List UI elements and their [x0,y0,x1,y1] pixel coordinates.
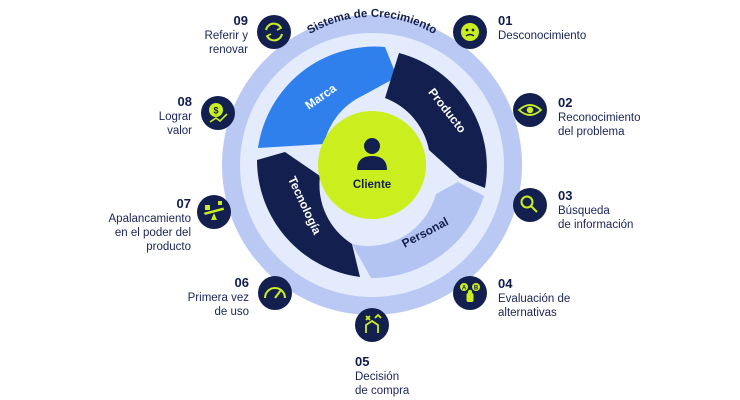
stage-01-marker [453,15,487,49]
stage-08: 08 Lograr valor [159,94,192,138]
stage-02-label: Reconocimiento del problema [558,112,641,138]
stage-09: 09 Referir y renovar [205,13,248,57]
svg-text:B: B [474,286,479,292]
stage-08-marker: $ [201,96,235,130]
stage-06-number: 06 [234,275,249,290]
stage-01: 01 Desconocimiento [498,13,586,43]
confused-face-icon [461,23,479,41]
svg-text:$: $ [213,106,218,116]
compare-ab-icon: A B [460,283,480,302]
seesaw-icon [204,201,225,220]
stage-04-marker: A B [453,276,487,310]
gauge-icon [264,287,286,299]
svg-text:A: A [462,286,467,292]
stage-06-label: Primera vez de uso [187,292,249,318]
stage-06: 06 Primera vez de uso [188,275,249,319]
stage-03: 03 Búsqueda de información [558,188,633,232]
eye-icon [517,104,543,116]
stage-02-marker [513,93,547,127]
segment-marca: Marca [258,46,397,148]
stage-07-marker [197,195,231,229]
stage-03-label: Búsqueda de información [558,205,634,231]
stage-05-marker [355,308,389,342]
stage-09-label: Referir y renovar [204,30,248,56]
stage-06-marker [258,276,292,310]
stage-03-marker [513,188,547,222]
stage-05-number: 05 [355,354,370,369]
stage-01-label: Desconocimiento [498,30,587,42]
stage-08-number: 08 [177,94,192,109]
stage-01-number: 01 [498,13,513,28]
stage-02: 02 Reconocimiento del problema [558,95,640,139]
stage-04-number: 04 [498,276,513,291]
stage-09-marker [257,15,291,49]
stage-08-label: Lograr valor [158,111,192,137]
decision-arrows-icon [365,313,382,333]
segment-tecnologia: Tecnología [257,152,360,277]
person-icon [357,138,387,170]
stage-07-label: Apalancamiento en el poder del producto [108,213,191,253]
stage-05-label: Decisión de compra [355,371,410,397]
stage-05: 05 Decisión de compra [355,354,409,398]
stage-09-number: 09 [233,13,248,28]
stage-07: 07 Apalancamiento en el poder del produc… [109,196,191,254]
stage-03-number: 03 [558,188,573,203]
stage-04-label: Evaluación de alternativas [498,293,571,319]
center-label: Cliente [353,179,391,191]
stage-02-number: 02 [558,95,573,110]
center-customer: Cliente [318,111,426,219]
magnifier-icon [520,195,538,213]
refresh-icon [265,22,283,42]
stage-04: 04 Evaluación de alternativas [498,276,570,320]
stage-07-number: 07 [176,196,191,211]
dollar-growth-icon: $ [209,103,228,123]
